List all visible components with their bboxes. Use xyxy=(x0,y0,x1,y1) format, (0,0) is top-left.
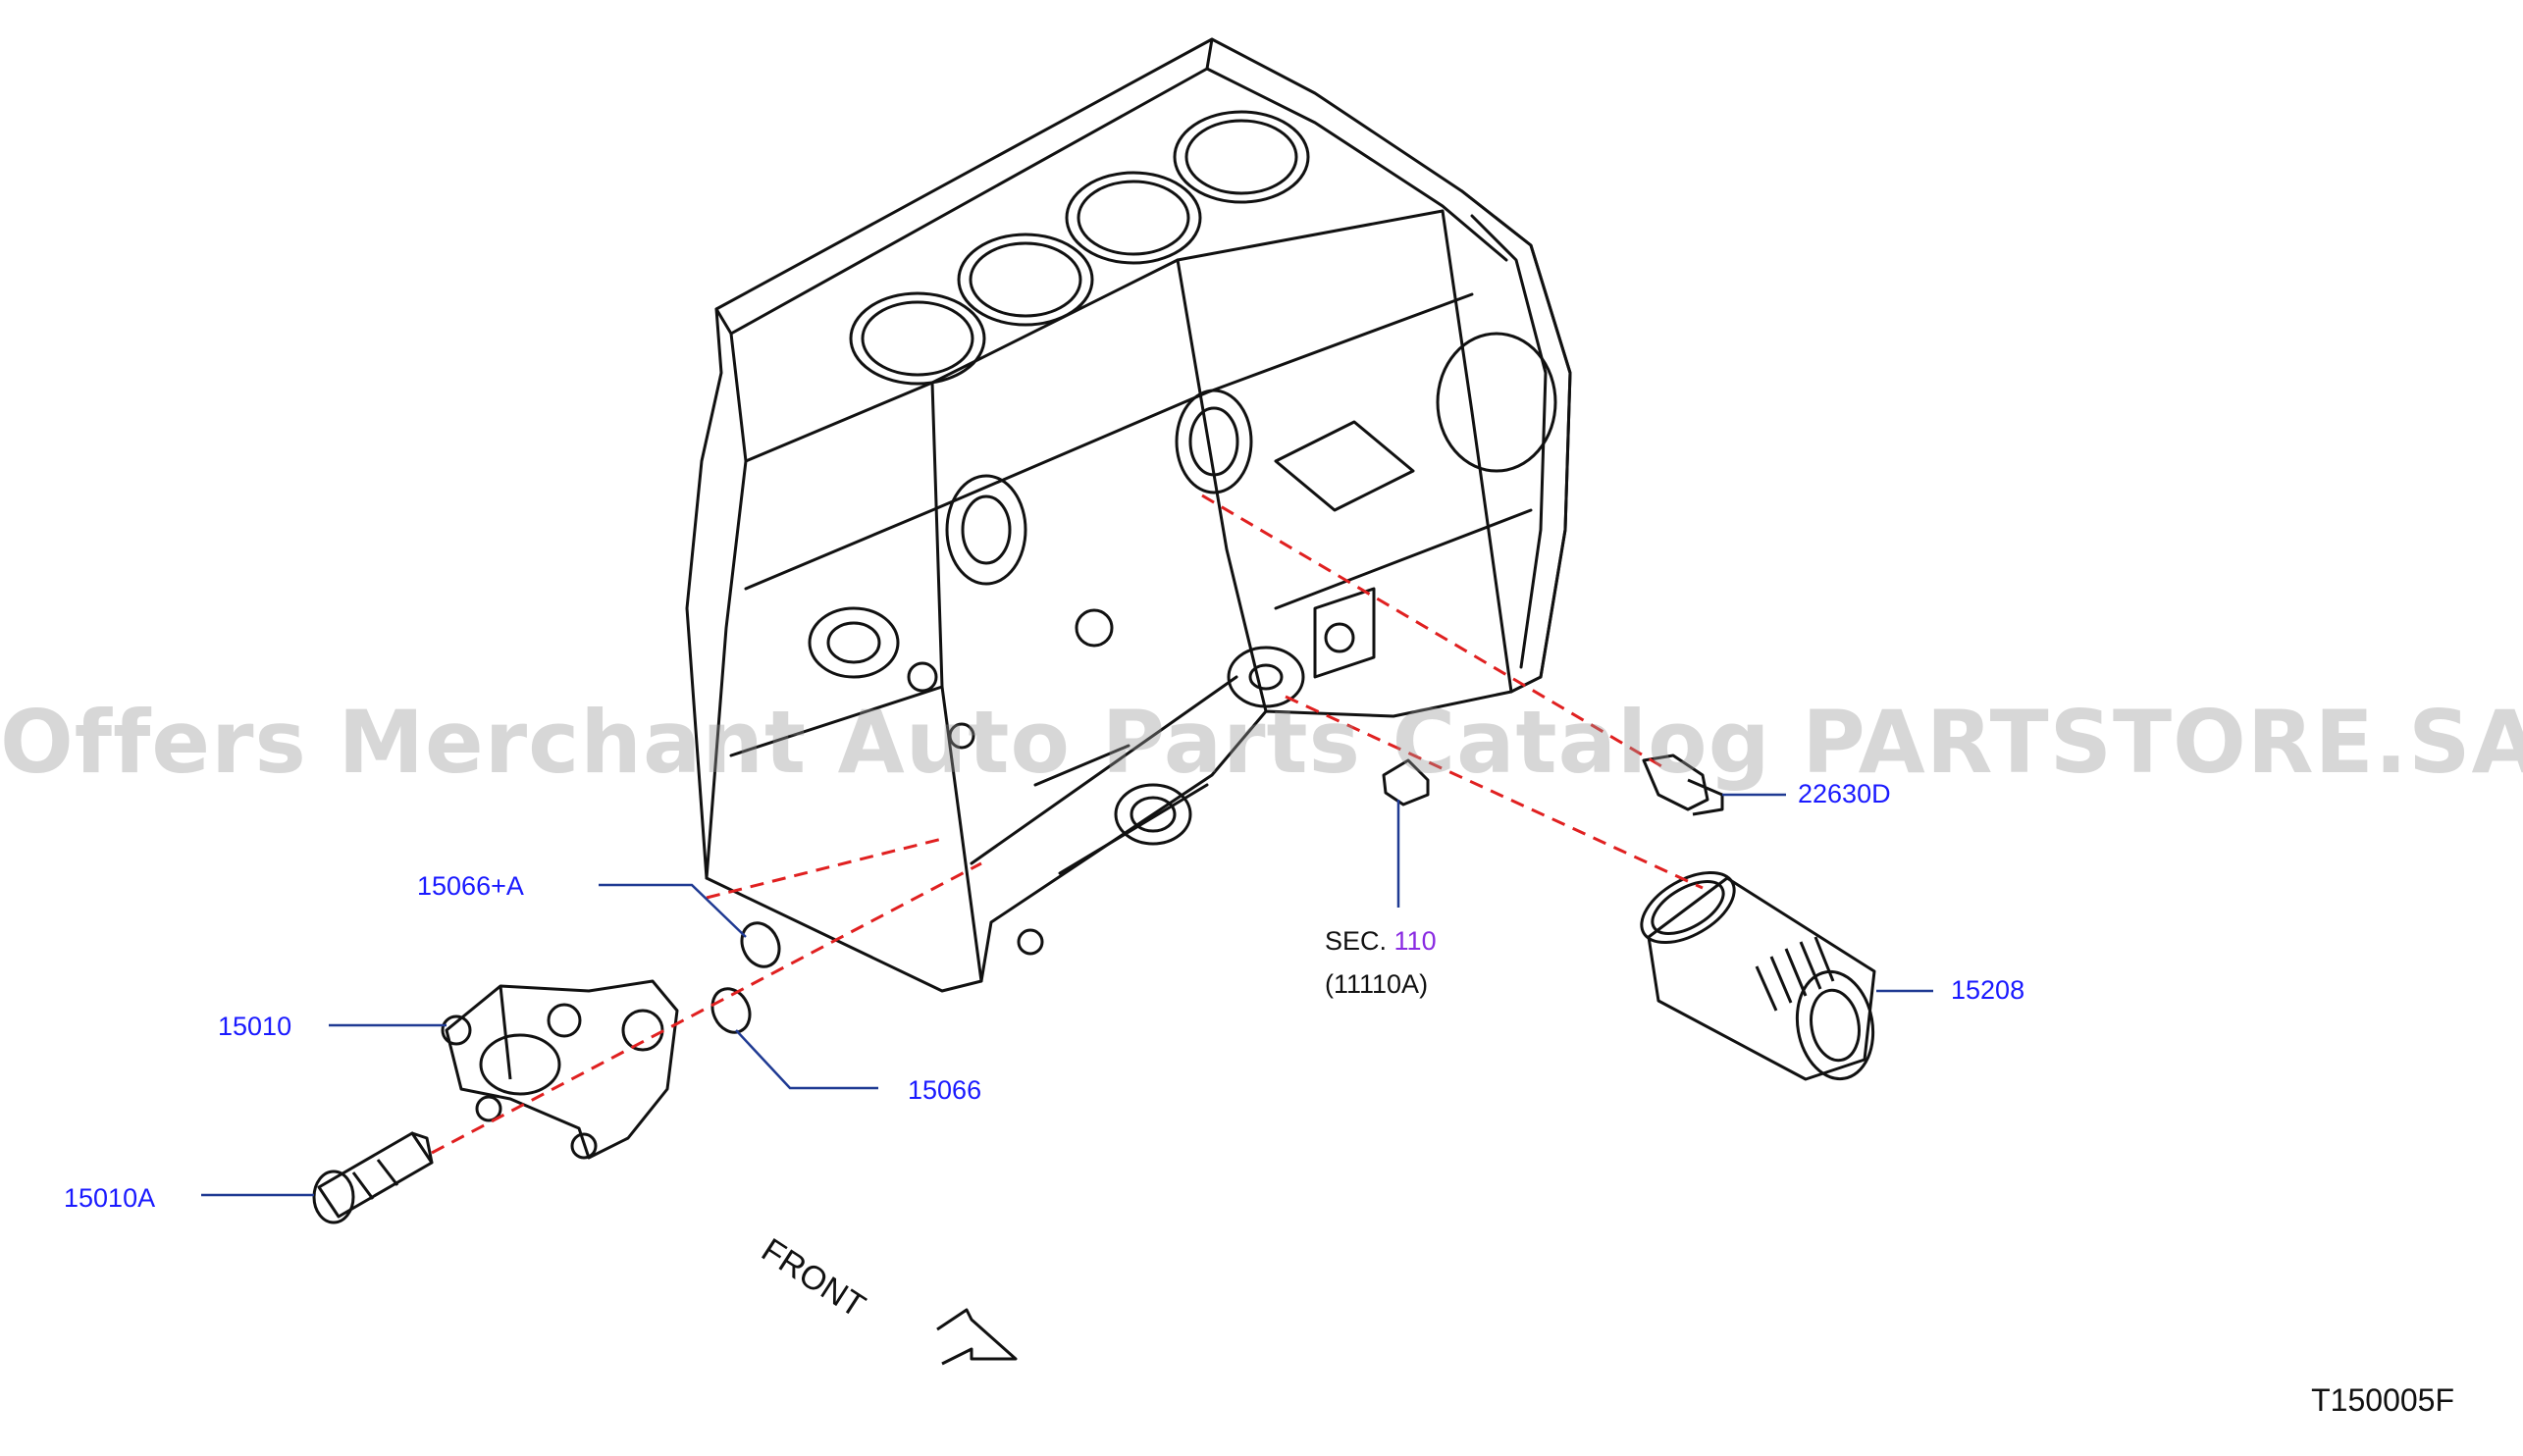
oil-pressure-switch xyxy=(1642,754,1709,811)
part-label-15208[interactable]: 15208 xyxy=(1951,975,2025,1005)
section-reference: SEC. 110 xyxy=(1325,928,1437,955)
section-part-ref: (11110A) xyxy=(1325,969,1429,999)
cylinder-bore-4 xyxy=(1173,110,1310,204)
assembly-line-pump-upper xyxy=(706,837,943,900)
leader-15066 xyxy=(735,1029,878,1090)
part-label-15066[interactable]: 15066 xyxy=(908,1075,982,1105)
front-arrow-icon xyxy=(936,1308,1018,1366)
cylinder-bore-3 xyxy=(1065,171,1202,265)
diagram-code: T150005F xyxy=(2311,1382,2454,1418)
o-ring-15066 xyxy=(710,987,752,1034)
section-prefix: SEC. xyxy=(1325,926,1388,956)
part-label-15010A[interactable]: 15010A xyxy=(64,1183,156,1213)
oil-pump-bolt xyxy=(317,1131,434,1219)
part-label-22630D[interactable]: 22630D xyxy=(1798,779,1891,808)
leader-15066a xyxy=(599,883,747,938)
part-label-15066a[interactable]: 15066+A xyxy=(417,871,524,901)
section-link-110[interactable]: 110 xyxy=(1393,926,1437,956)
o-ring-15066a xyxy=(740,921,781,968)
cylinder-bore-1 xyxy=(849,291,986,386)
oil-pump-body xyxy=(445,979,679,1160)
assembly-line-switch xyxy=(1201,494,1669,772)
part-label-15010[interactable]: 15010 xyxy=(218,1012,292,1041)
oil-filter-stud xyxy=(1382,758,1430,806)
cylinder-bore-2 xyxy=(957,233,1094,327)
assembly-line-pump-lower xyxy=(431,861,982,1155)
assembly-line-filter xyxy=(1285,695,1704,890)
